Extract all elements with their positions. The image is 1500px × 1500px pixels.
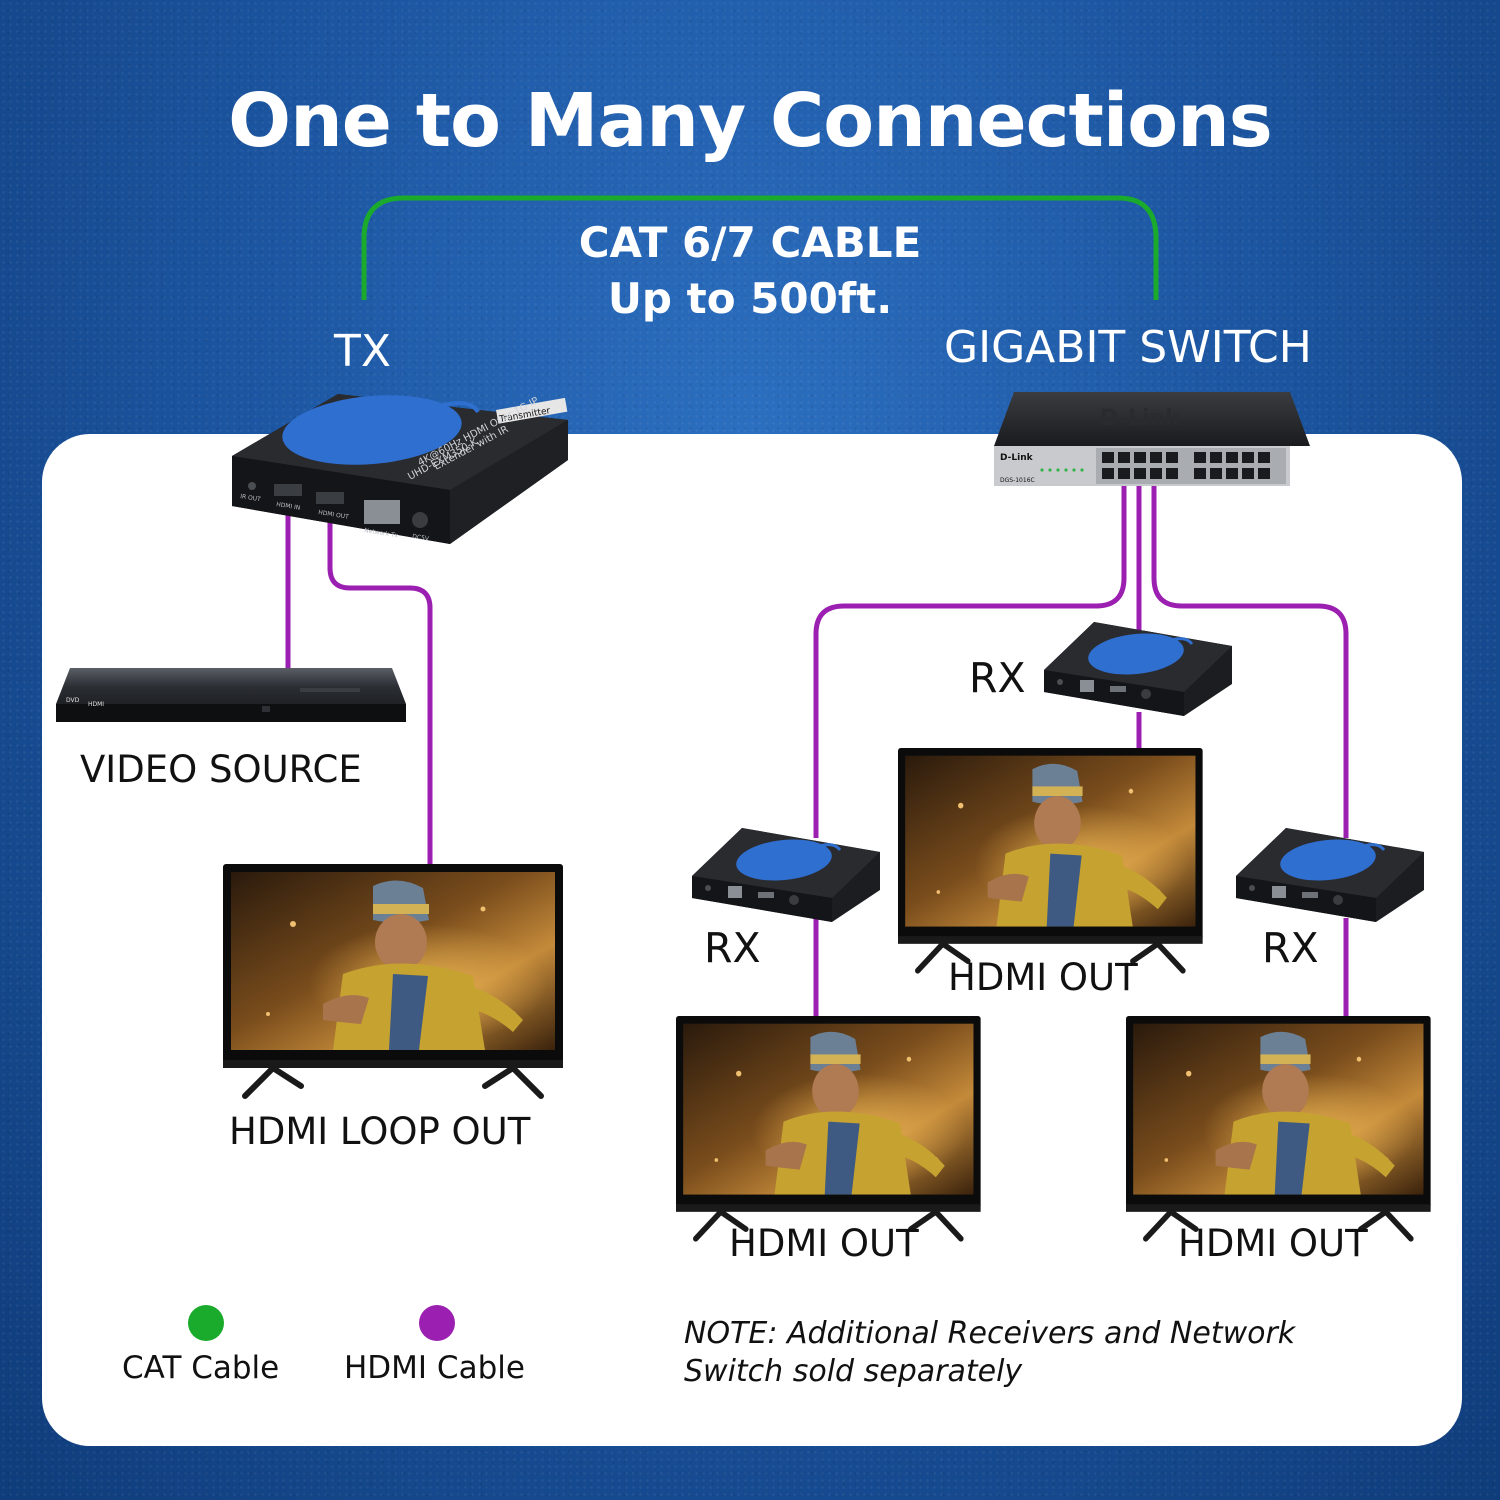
tx-unit: Transmitter UHD-EXM350-K 4K@60Hz HDMI Ov…	[232, 394, 568, 544]
tx-port-dc: DC5V	[412, 533, 431, 543]
dvd-logo: DVD	[66, 697, 80, 704]
rx-unit-center	[1042, 620, 1234, 718]
rx-unit-right	[1234, 826, 1426, 924]
hdmi-cables	[285, 478, 1349, 1016]
hdmi-legend-label: HDMI Cable	[344, 1350, 525, 1386]
hdmi-out-center-label: HDMI OUT	[948, 956, 1138, 999]
note-line-1: NOTE: Additional Receivers and Network	[684, 1316, 1296, 1351]
hdmi-loop-out-label: HDMI LOOP OUT	[229, 1110, 531, 1153]
switch-model-label: DGS-1016C	[1000, 477, 1035, 484]
tx-label: TX	[334, 326, 392, 377]
rx-left-label: RX	[704, 924, 761, 972]
rx-unit-left	[690, 826, 882, 924]
cable-type-label: CAT 6/7 CABLE	[578, 218, 922, 267]
tx-port-ir: IR OUT	[240, 493, 262, 503]
tv-right	[1126, 1016, 1431, 1239]
rx-right-label: RX	[1262, 924, 1319, 972]
cat-cable	[361, 195, 1159, 300]
video-source-label: VIDEO SOURCE	[80, 748, 362, 791]
tx-port-hdmi-out: HDMI OUT	[318, 509, 350, 521]
cable-distance-label: Up to 500ft.	[607, 274, 893, 323]
note-line-2: Switch sold separately	[684, 1354, 1023, 1389]
tx-port-hdmi-in: HDMI IN	[276, 501, 301, 512]
tv-loop-out	[223, 864, 563, 1096]
tv-center	[898, 748, 1203, 971]
cat-legend-label: CAT Cable	[122, 1350, 280, 1386]
tv-left	[676, 1016, 981, 1239]
hdmi-out-left-label: HDMI OUT	[729, 1222, 919, 1265]
dvd-player: DVD HDMI	[56, 668, 406, 722]
gigabit-switch-label: GIGABIT SWITCH	[944, 322, 1312, 373]
page-title: One to Many Connections	[228, 78, 1273, 164]
gigabit-switch: D-Link D-Link DGS-1016C	[994, 392, 1310, 486]
hdmi-logo: HDMI	[88, 701, 104, 708]
switch-brand-label: D-Link	[1000, 453, 1034, 463]
hdmi-out-right-label: HDMI OUT	[1178, 1222, 1368, 1265]
hdmi-legend-dot	[419, 1305, 455, 1341]
rx-center-label: RX	[969, 654, 1026, 702]
switch-brand-embossed: D-Link	[1100, 406, 1181, 431]
cat-legend-dot	[188, 1305, 224, 1341]
